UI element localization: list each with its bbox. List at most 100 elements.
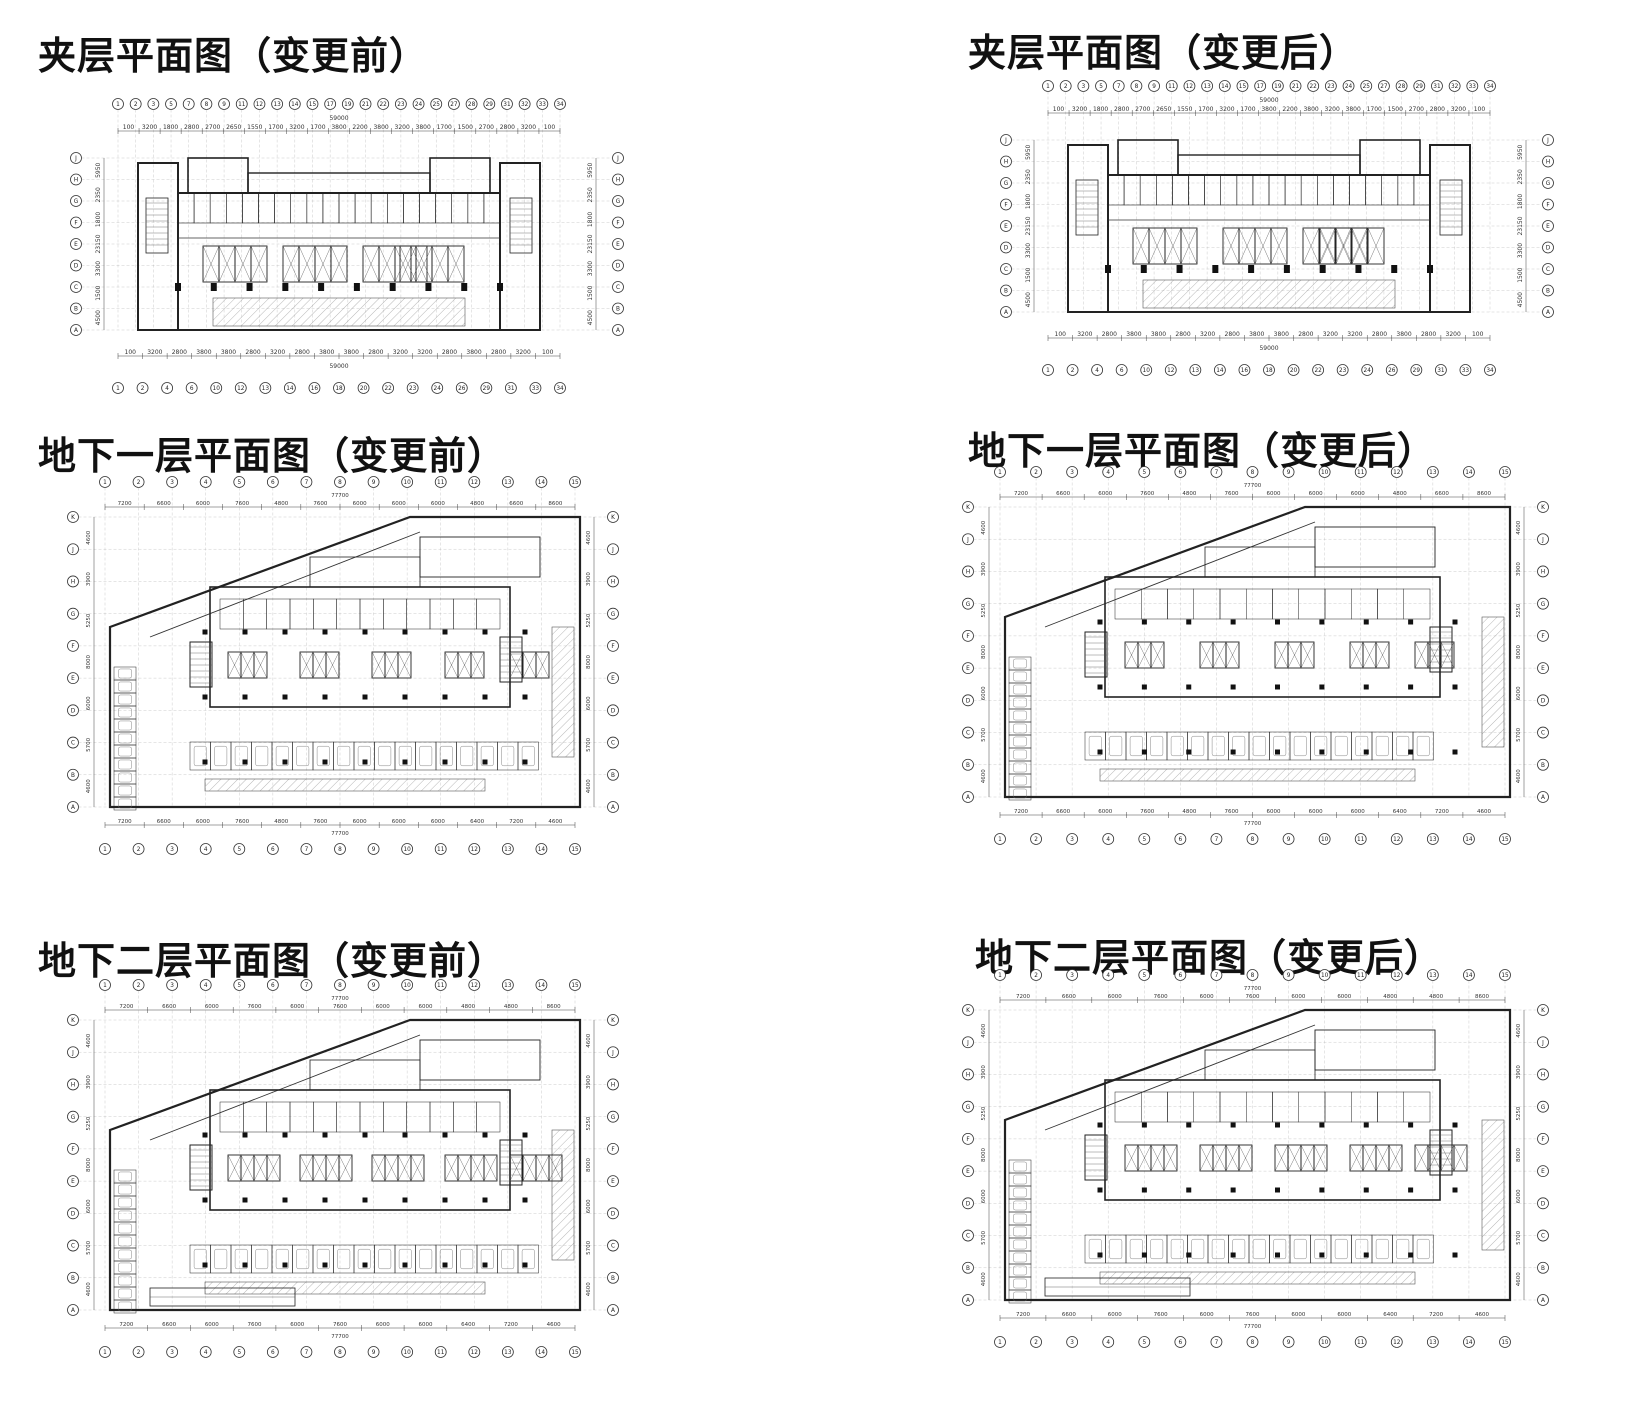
- plan-b1-before-bottom-axis-15-circle: [569, 843, 581, 855]
- plan-b2-after-column: [1186, 1122, 1192, 1128]
- plan-b2-after-inner-slope-wall: [1044, 1024, 1316, 1131]
- plan-mezzanine-after-top-dim-3: 2800: [1114, 106, 1129, 113]
- plan-b1-before-column: [282, 694, 288, 700]
- plan-b2-before-column: [202, 1132, 208, 1138]
- plan-b1-after-column: [1186, 749, 1192, 755]
- plan-b2-before-bottom-axis-11-circle: [434, 1346, 447, 1358]
- plan-b2-after-elevator-bank-2-x2: [1313, 1144, 1328, 1172]
- plan-b2-after-top-total-dim: 77700: [1244, 986, 1262, 992]
- plan-b2-before-left-parking-car: [118, 1262, 132, 1273]
- plan-mezzanine-after-column: [1140, 265, 1147, 273]
- plan-mezzanine-after-bottom-axis-33-label: 33: [1462, 368, 1470, 374]
- plan-b2-before-column: [482, 1197, 488, 1203]
- plan-b1-before-top-dim-7: 6000: [392, 501, 406, 507]
- plan-mezzanine-before-elevator-bank-1-x2: [282, 245, 300, 283]
- plan-b1-before-bottom-axis-9-circle: [367, 843, 380, 855]
- plan-mezzanine-after-top-axis-31-label: 31: [1433, 84, 1441, 90]
- plan-mezzanine-after-bottom-axis-29-label: 29: [1413, 368, 1421, 374]
- plan-mezzanine-after-elevator-bank-1-x2: [1222, 227, 1240, 265]
- plan-b2-after-right-axis-A-circle: [1537, 1294, 1549, 1306]
- plan-b2-after-column: [1408, 1122, 1414, 1128]
- plan-mezzanine-before-elevator-bank-3-x2: [415, 245, 433, 283]
- plan-b1-after-left-axis-K-label: K: [966, 505, 970, 511]
- plan-b1-after-top-dim-1: 6600: [1056, 491, 1070, 497]
- plan-mezzanine-after-right-axis-J-label: J: [1546, 138, 1549, 144]
- plan-b1-after-bottom-axis-2-circle: [1030, 833, 1042, 845]
- plan-b2-after-bottom-dim-10: 4600: [1475, 1312, 1489, 1318]
- plan-b2-after-top-axis-10-label: 10: [1321, 973, 1329, 979]
- plan-b2-before-top-axis-5-label: 5: [237, 983, 241, 989]
- plan-mezzanine-after-column: [1105, 265, 1111, 273]
- plan-b1-after-core-room: [1219, 588, 1247, 620]
- plan-b2-after-right-axis-F-label: F: [1541, 1137, 1544, 1143]
- plan-b2-after-column: [1275, 1252, 1280, 1258]
- plan-b2-after-top-axis-4-label: 4: [1106, 973, 1110, 979]
- plan-mezzanine-after-top-axis-2-label: 2: [1064, 84, 1068, 90]
- plan-b1-before-left-parking-car: [118, 772, 132, 783]
- plan-b1-after-bottom-axis-10-label: 10: [1321, 837, 1329, 843]
- plan-b2-before-bottom-axis-14-circle: [535, 1346, 548, 1358]
- plan-b1-before-south-parking-car: [234, 746, 248, 767]
- plan-b2-before-elevator-bank-4-x2: [522, 1154, 537, 1182]
- plan-b2-after-column: [1319, 1122, 1325, 1128]
- plan-b2-after-column: [1452, 1122, 1458, 1128]
- plan-mezzanine-after-elevator-bank-1-x2: [1270, 227, 1288, 265]
- plan-b1-before-inner-slope-wall: [149, 531, 421, 638]
- plan-b1-after-bottom-dim-7: 6000: [1309, 809, 1323, 815]
- plan-b2-before-column: [442, 1132, 448, 1138]
- plan-b2-after-elevator-bank-2-x2: [1300, 1144, 1315, 1172]
- plan-b2-after-bottom-dim-4: 6000: [1200, 1312, 1214, 1318]
- plan-mezzanine-before-left-axis-E-label: E: [74, 242, 78, 248]
- plan-mezzanine-after-bottom-dim-9: 3800: [1274, 331, 1289, 338]
- plan-b1-after-elevator-bank-1-x2: [1225, 641, 1240, 669]
- plan-mezzanine-after-top-axis-19-label: 19: [1274, 84, 1282, 90]
- plan-b2-after-left-dim-2: 5250: [981, 1106, 987, 1120]
- plan-b1-before-top-axis-10-label: 10: [403, 480, 411, 486]
- plan-b1-before-bottom-axis-4-circle: [199, 843, 212, 855]
- plan-b2-after-bottom-axis-13-circle: [1426, 1336, 1439, 1348]
- plan-b1-before-elevator-bank-4-x2: [522, 651, 537, 679]
- plan-b2-before-bottom-axis-15-circle: [569, 1346, 581, 1358]
- plan-mezzanine-after-room: [1252, 174, 1270, 206]
- plan-mezzanine-before-column: [461, 283, 468, 291]
- plan-mezzanine-before-bottom-dim-10: 2800: [368, 349, 383, 356]
- plan-mezzanine-before-bottom-dim-13: 2800: [442, 349, 457, 356]
- plan-b1-before-right-axis-H-circle: [607, 575, 619, 588]
- plan-mezzanine-before-bottom-dim-1: 3200: [147, 349, 162, 356]
- plan-b1-after-column: [1275, 619, 1280, 625]
- plan-b1-before-left-dim-3: 8000: [86, 655, 92, 669]
- plan-mezzanine-before-left-axis-H-label: H: [74, 178, 78, 184]
- plan-b2-before-left-dim-6: 4600: [86, 1282, 92, 1296]
- plan-mezzanine-after-top-dim-8: 3200: [1219, 106, 1234, 113]
- plan-b1-before-bottom-axis-1-circle: [99, 843, 111, 855]
- plan-mezzanine-after-room: [1300, 174, 1318, 206]
- plan-b1-before-left-parking-car: [118, 733, 132, 744]
- plan-mezzanine-after-top-axis-32-label: 32: [1451, 84, 1459, 90]
- plan-mezzanine-after-right-dim-1: 2350: [1517, 169, 1524, 184]
- plan-mezzanine-after-left-axis-B-label: B: [1004, 289, 1008, 295]
- plan-mezzanine-before-hatched-zone: [212, 297, 466, 327]
- plan-b1-after-left-parking-car: [1013, 658, 1027, 669]
- plan-mezzanine-after-bottom-dim-6: 3200: [1200, 331, 1215, 338]
- plan-b2-before-bottom-axis-13-label: 13: [504, 1350, 512, 1356]
- plan-b1-before-core-room: [266, 598, 291, 630]
- plan-mezzanine-after-bottom-axis-22-label: 22: [1314, 368, 1322, 374]
- plan-mezzanine-after-elevator-bank-3-x2: [1335, 227, 1353, 265]
- plan-b2-after-left-axis-B-label: B: [966, 1266, 970, 1272]
- plan-b1-after-elevator-bank-0-x2: [1150, 641, 1165, 669]
- plan-b1-before-bottom-dim-9: 6400: [470, 819, 484, 825]
- plan-b1-before-core-room: [336, 598, 361, 630]
- plan-b1-before-column: [402, 694, 408, 700]
- plan-b1-before-core-room: [406, 598, 431, 630]
- plan-b2-before-core-room: [219, 1101, 244, 1133]
- plan-mezzanine-before-bottom-axis-14-circle: [283, 382, 296, 394]
- plan-mezzanine-after-elevator-bank-3-shaft: [1367, 227, 1385, 265]
- plan-b1-before-column: [322, 694, 328, 700]
- plan-mezzanine-before-bottom-axis-29-circle: [480, 382, 493, 394]
- plan-b2-before-stair-west: [189, 1144, 213, 1191]
- plan-b2-before-core-room: [289, 1101, 314, 1133]
- plan-mezzanine-before-top-axis-9-label: 9: [222, 102, 226, 108]
- plan-mezzanine-after-elevator-bank-0-x2: [1180, 227, 1198, 265]
- plan-b2-before-elevator-bank-2-shaft: [410, 1154, 425, 1182]
- plan-b2-after-elevator-bank-1-x2: [1238, 1144, 1253, 1172]
